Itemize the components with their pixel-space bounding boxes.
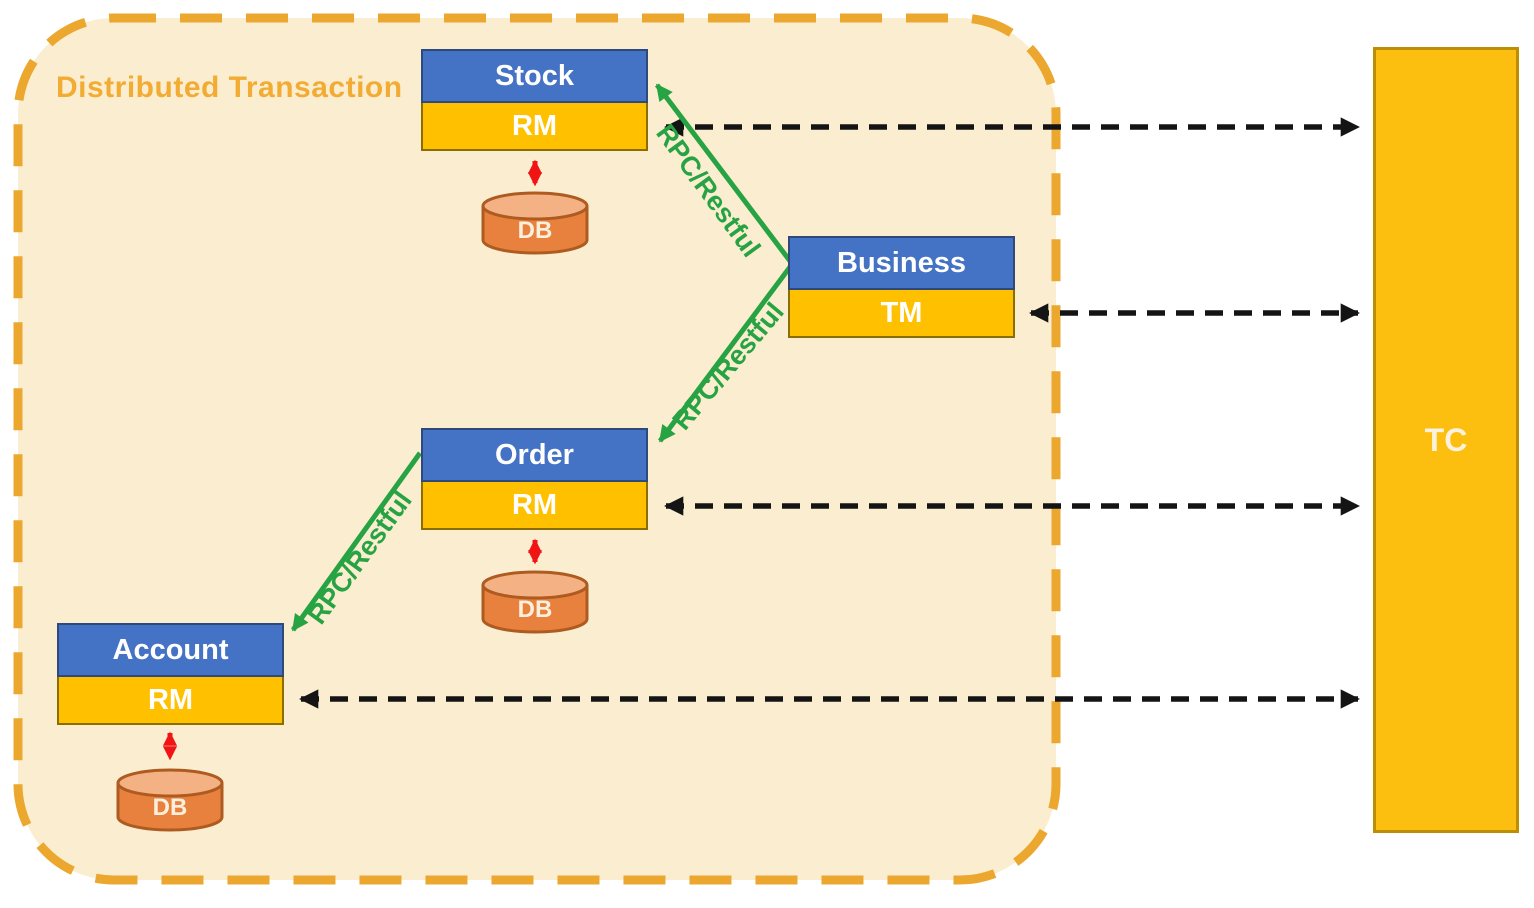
order-header: Order	[421, 428, 648, 482]
account-rm-band: RM	[57, 677, 284, 725]
service-box-business: Business TM	[788, 236, 1015, 338]
business-tm-band: TM	[788, 290, 1015, 338]
account-header: Account	[57, 623, 284, 677]
green-arrow-order-account	[290, 451, 423, 632]
service-box-stock: Stock RM	[421, 49, 648, 151]
db-label-stock: DB	[518, 217, 553, 244]
db-cylinder-order: DB	[481, 570, 589, 634]
service-box-account: Account RM	[57, 623, 284, 725]
stock-rm-band: RM	[421, 103, 648, 151]
stock-header: Stock	[421, 49, 648, 103]
green-arrow-business-stock	[655, 83, 792, 263]
service-box-order: Order RM	[421, 428, 648, 530]
business-header: Business	[788, 236, 1015, 290]
tc-box: TC	[1373, 47, 1519, 833]
tc-label: TC	[1424, 421, 1468, 458]
db-cylinder-stock: DB	[481, 191, 589, 255]
green-arrow-business-order	[657, 265, 793, 443]
db-cylinder-account: DB	[116, 768, 224, 832]
order-rm-band: RM	[421, 482, 648, 530]
db-label-order: DB	[518, 596, 553, 623]
db-label-account: DB	[153, 794, 188, 821]
diagram-title: Distributed Transaction	[56, 71, 403, 104]
